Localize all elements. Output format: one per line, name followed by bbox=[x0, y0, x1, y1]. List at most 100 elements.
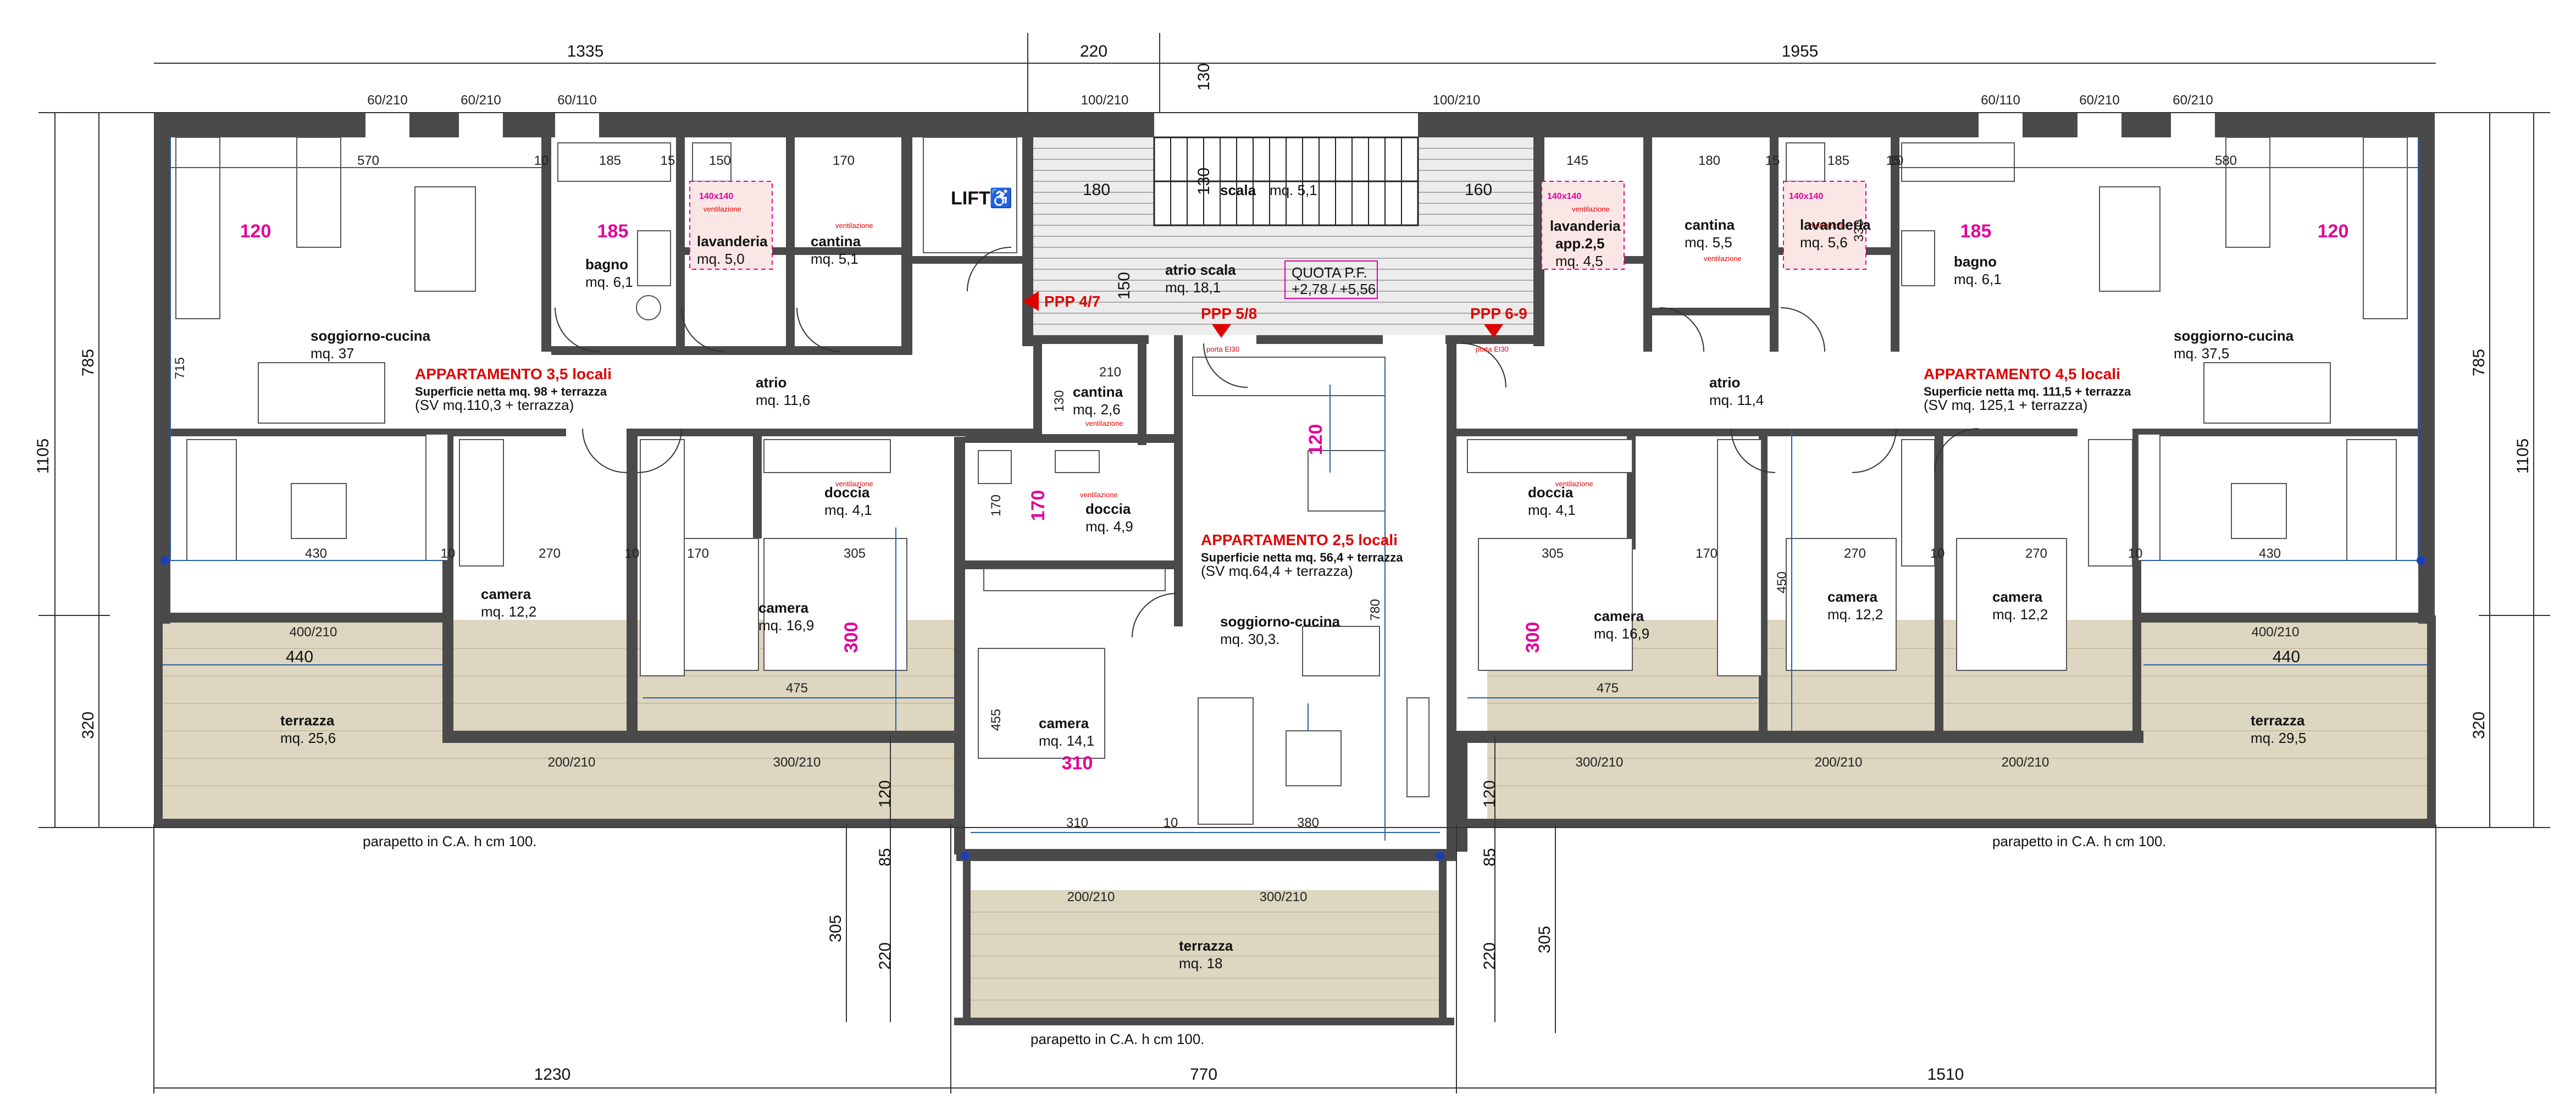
doors bbox=[555, 247, 1979, 638]
inner-dim: 475 bbox=[786, 681, 808, 696]
dim-right-lower: 320 bbox=[2470, 712, 2488, 739]
inner-dim: 10 bbox=[625, 546, 640, 561]
inner-dim: 220 bbox=[876, 942, 894, 970]
room-name: scala bbox=[1220, 182, 1256, 198]
opening-label: 200/210 bbox=[1067, 890, 1115, 904]
inner-dim: 170 bbox=[1696, 546, 1718, 561]
overall-dimensions: 1335 220 1955 130 1230 770 1510 1105 785… bbox=[34, 42, 2532, 1084]
parapet-note: parapetto in C.A. h cm 100. bbox=[1992, 833, 2167, 850]
apartment-sv: (SV mq.110,3 + terrazza) bbox=[415, 397, 574, 413]
ventilation-labels: ventilazione ventilazione ventilazione v… bbox=[703, 205, 1846, 499]
magenta-dim: 120 bbox=[2318, 221, 2349, 242]
room-name: soggiorno-cucina bbox=[311, 327, 431, 344]
opening-label: 300/210 bbox=[1260, 890, 1308, 904]
apartment-title: APPARTAMENTO 4,5 locali bbox=[1924, 365, 2120, 382]
inner-dim: 380 bbox=[1297, 815, 1319, 830]
dim-bot-right: 1510 bbox=[1927, 1065, 1964, 1084]
inner-dim: 85 bbox=[876, 848, 894, 866]
room-area: mq. 6,1 bbox=[1954, 271, 2002, 287]
room-name: camera bbox=[481, 586, 531, 602]
opening-label: 300/210 bbox=[1576, 755, 1624, 770]
inner-dim: 305 bbox=[827, 915, 845, 942]
room-name: doccia bbox=[1528, 484, 1574, 501]
inner-dim: 145 bbox=[1566, 153, 1588, 168]
room-name: doccia bbox=[824, 484, 870, 501]
ventilation-label: ventilazione bbox=[1704, 254, 1742, 263]
room-area: mq. 5,6 bbox=[1800, 234, 1848, 251]
inner-dim: 305 bbox=[1542, 546, 1564, 561]
room-name: camera bbox=[1594, 608, 1644, 624]
room-area: mq. 4,1 bbox=[824, 502, 872, 518]
inner-dim: 185 bbox=[1827, 153, 1849, 168]
room-name: cantina bbox=[811, 233, 861, 249]
room-area: mq. 12,2 bbox=[1827, 606, 1883, 623]
dim-right-upper: 785 bbox=[2470, 349, 2488, 376]
magenta-dim: 120 bbox=[240, 221, 272, 242]
room-area: app.2,5 bbox=[1555, 235, 1605, 252]
magenta-dim: 300 bbox=[1522, 622, 1543, 653]
inner-dim: 120 bbox=[876, 780, 894, 808]
opening-label: 100/210 bbox=[1433, 93, 1481, 108]
apartment-sv: (SV mq. 125,1 + terrazza) bbox=[1924, 397, 2087, 413]
inner-dim: 10 bbox=[1930, 546, 1945, 561]
room-name: terrazza bbox=[280, 712, 335, 729]
room-area: mq. 12,2 bbox=[481, 603, 536, 620]
lift-label: LIFT bbox=[951, 188, 990, 209]
apartment-area: Superficie netta mq. 56,4 + terrazza bbox=[1201, 551, 1403, 564]
room-name: cantina bbox=[1685, 216, 1735, 233]
room-area: mq. 37,5 bbox=[2174, 345, 2229, 362]
apartment-sv: (SV mq.64,4 + terrazza) bbox=[1201, 563, 1353, 579]
room-area: mq. 5,1 bbox=[1270, 182, 1317, 198]
room-name: bagno bbox=[585, 256, 628, 273]
ppp-label: PPP 5/8 bbox=[1201, 305, 1257, 322]
quota-label: QUOTA P.F. bbox=[1292, 264, 1367, 281]
room-area: mq. 4,1 bbox=[1528, 502, 1576, 518]
magenta-dim: 185 bbox=[1960, 221, 1992, 242]
room-name: atrio bbox=[1709, 374, 1740, 391]
magenta-dimensions: 120 185 300 170 120 310 300 185 120 140x… bbox=[240, 192, 2349, 774]
room-area: mq. 6,1 bbox=[585, 274, 633, 290]
inner-dim: 10 bbox=[2128, 546, 2143, 561]
inner-dim: 160 bbox=[1465, 181, 1492, 199]
room-name: lavanderia bbox=[697, 233, 768, 249]
dim-left-lower: 320 bbox=[79, 712, 97, 739]
quota-box bbox=[1284, 260, 1378, 299]
dimension-lines bbox=[38, 33, 2550, 1093]
room-name: lavanderia bbox=[1800, 216, 1871, 233]
room-area: mq. 37 bbox=[311, 345, 354, 362]
inner-dim: 270 bbox=[1844, 546, 1866, 561]
inner-dim: 440 bbox=[2273, 648, 2300, 666]
parapet-note: parapetto in C.A. h cm 100. bbox=[1031, 1031, 1205, 1047]
opening-label: 60/210 bbox=[2173, 93, 2213, 108]
apartment-title: APPARTAMENTO 2,5 locali bbox=[1201, 531, 1398, 548]
inner-dimensions: 570 10 185 15 150 170 180 130 160 145 18… bbox=[173, 153, 2300, 970]
room-area: mq. 30,3. bbox=[1220, 631, 1279, 647]
inner-dim: 150 bbox=[1115, 272, 1133, 299]
room-area: mq. 18 bbox=[1179, 955, 1223, 971]
inner-dim: 305 bbox=[844, 546, 866, 561]
parapet-note: parapetto in C.A. h cm 100. bbox=[363, 833, 537, 850]
opening-label: 60/210 bbox=[367, 93, 407, 108]
opening-label: 60/210 bbox=[461, 93, 501, 108]
inner-dim: 10 bbox=[1889, 153, 1904, 168]
room-area: mq. 14,1 bbox=[1039, 732, 1094, 749]
ventilation-label: ventilazione bbox=[835, 480, 873, 488]
room-area: mq. 5,0 bbox=[697, 251, 745, 267]
opening-label: 200/210 bbox=[1815, 755, 1863, 770]
room-labels: soggiorno-cucina mq. 37 bagno mq. 6,1 la… bbox=[280, 182, 2306, 971]
porta-label: porta EI30 bbox=[1476, 345, 1509, 353]
room-area: mq. 16,9 bbox=[758, 617, 814, 634]
room-area: mq. 12,2 bbox=[1992, 606, 2048, 623]
inner-dim: 220 bbox=[1481, 942, 1499, 970]
inner-dim: 305 bbox=[1536, 926, 1554, 953]
inner-dim: 85 bbox=[1481, 848, 1499, 866]
inner-dim: 185 bbox=[599, 153, 621, 168]
inner-dim: 130 bbox=[1195, 168, 1213, 195]
inner-dim: 10 bbox=[441, 546, 456, 561]
ventilation-label: ventilazione bbox=[703, 205, 741, 213]
inner-dim: 270 bbox=[539, 546, 561, 561]
opening-label: 400/210 bbox=[2252, 625, 2300, 640]
ventilation-label: ventilazione bbox=[1080, 491, 1118, 499]
inner-dim: 15 bbox=[661, 153, 675, 168]
